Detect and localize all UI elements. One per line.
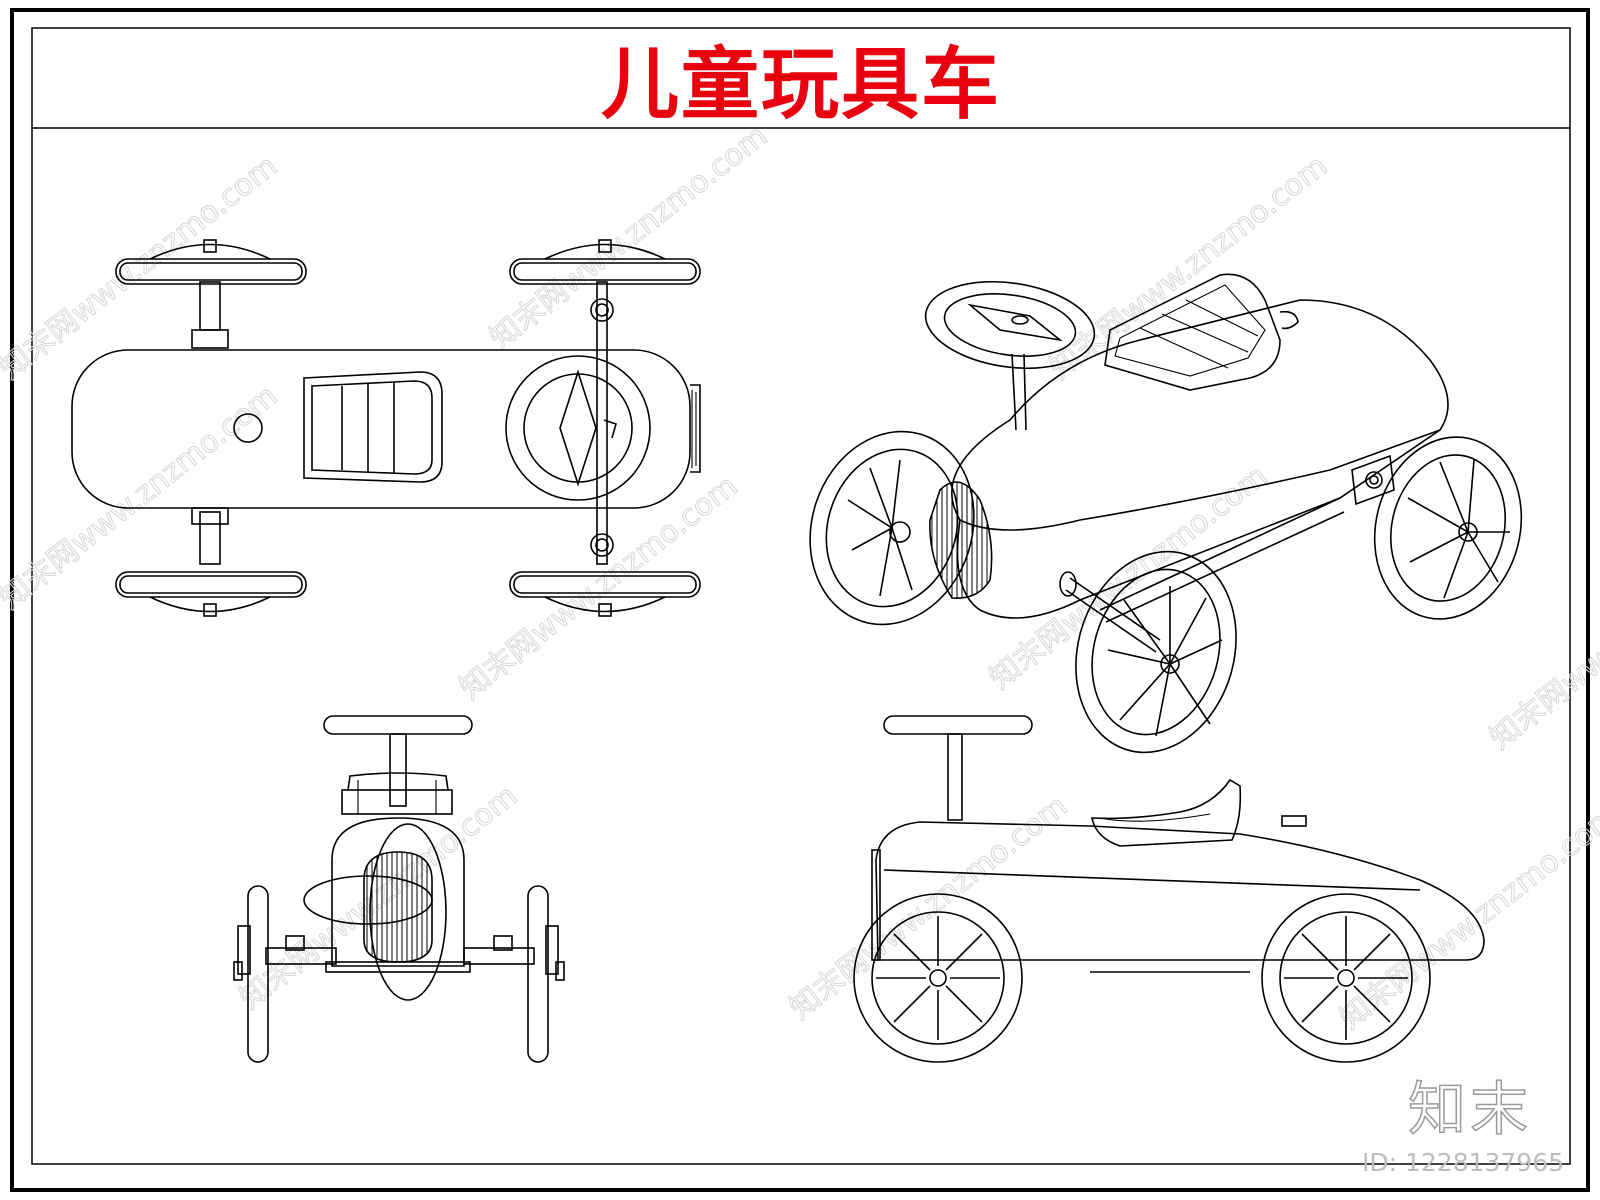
- brand-watermark: 知末: [1407, 1074, 1533, 1144]
- perspective-view: [809, 273, 1523, 754]
- svg-text:知末网www.znzmo.com: 知末网www.znzmo.com: [483, 118, 774, 356]
- svg-text:知末网www.znzmo.com: 知末网www.znzmo.com: [0, 378, 284, 616]
- image-id-label: ID: 1228137965: [1362, 1148, 1565, 1177]
- side-view: [853, 715, 1485, 1063]
- svg-text:知末网www.znzmo.com: 知末网www.znzmo.com: [983, 458, 1274, 696]
- top-view: [71, 239, 701, 617]
- inner-frame: [31, 27, 1571, 1165]
- svg-text:知末网www.znzmo.com: 知末网www.znzmo.com: [1483, 518, 1600, 756]
- outer-frame: [10, 8, 1590, 1192]
- site-watermarks: 知末网www.znzmo.com 知末网www.znzmo.com 知末网www…: [0, 118, 1600, 1037]
- front-view: [233, 715, 565, 1063]
